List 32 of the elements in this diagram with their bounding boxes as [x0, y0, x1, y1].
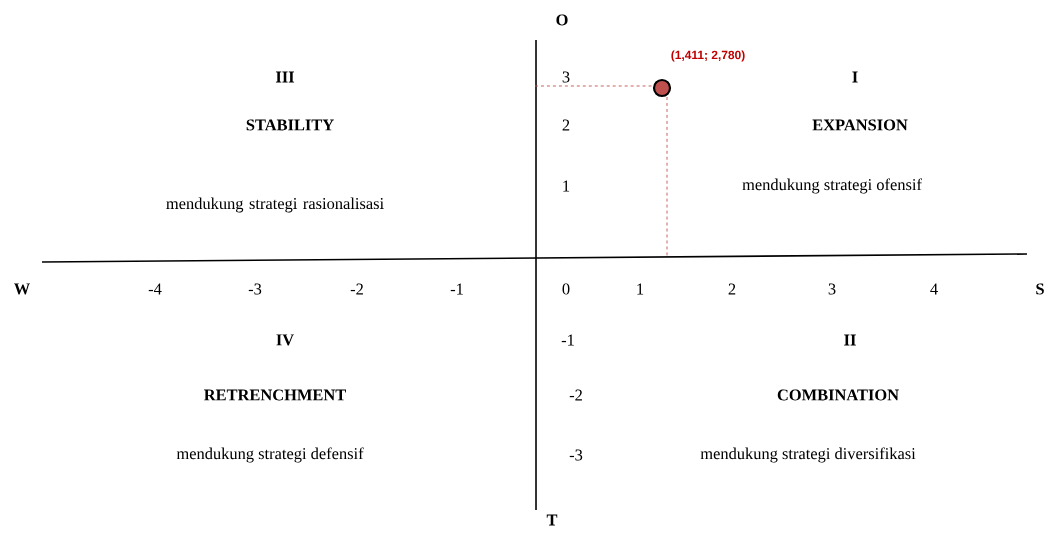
strategy-text: mendukung strategi rasionalisasi [166, 197, 384, 213]
tick-label: 1 [563, 180, 570, 192]
tick-label: -2 [350, 283, 363, 295]
point-label: (1,411; 2,780) [671, 50, 745, 62]
tick-label: 3 [562, 71, 570, 83]
tick-label: -3 [569, 449, 583, 461]
tick-label: 2 [562, 119, 570, 131]
quadrant-number: II [844, 334, 856, 346]
strategy-text: mendukung strategi diversifikasi [700, 447, 916, 463]
strategy-text: mendukung strategi ofensif [742, 178, 922, 194]
quadrant-number: I [852, 71, 858, 83]
axis-label: O [556, 14, 568, 26]
tick-label: -1 [561, 334, 574, 346]
axis-label: T [546, 514, 558, 526]
quadrant-title: STABILITY [246, 119, 334, 131]
tick-label: -2 [569, 389, 582, 401]
quadrant-title: RETRENCHMENT [204, 389, 346, 401]
quadrant-number: IV [276, 334, 294, 346]
tick-label: 4 [930, 283, 938, 295]
tick-label: 0 [562, 283, 570, 295]
tick-label: 2 [728, 283, 736, 295]
tick-label: 1 [637, 283, 644, 295]
tick-label: -1 [450, 283, 463, 295]
quadrant-number: III [275, 71, 295, 83]
axis-label: W [14, 283, 30, 295]
quadrant-title: COMBINATION [777, 389, 899, 401]
tick-label: -3 [248, 283, 262, 295]
tick-label: -4 [148, 283, 162, 295]
strategy-text: mendukung strategi defensif [176, 447, 364, 463]
quadrant-title: EXPANSION [812, 119, 908, 131]
tick-label: 3 [828, 283, 836, 295]
axis-label: S [1036, 283, 1044, 295]
